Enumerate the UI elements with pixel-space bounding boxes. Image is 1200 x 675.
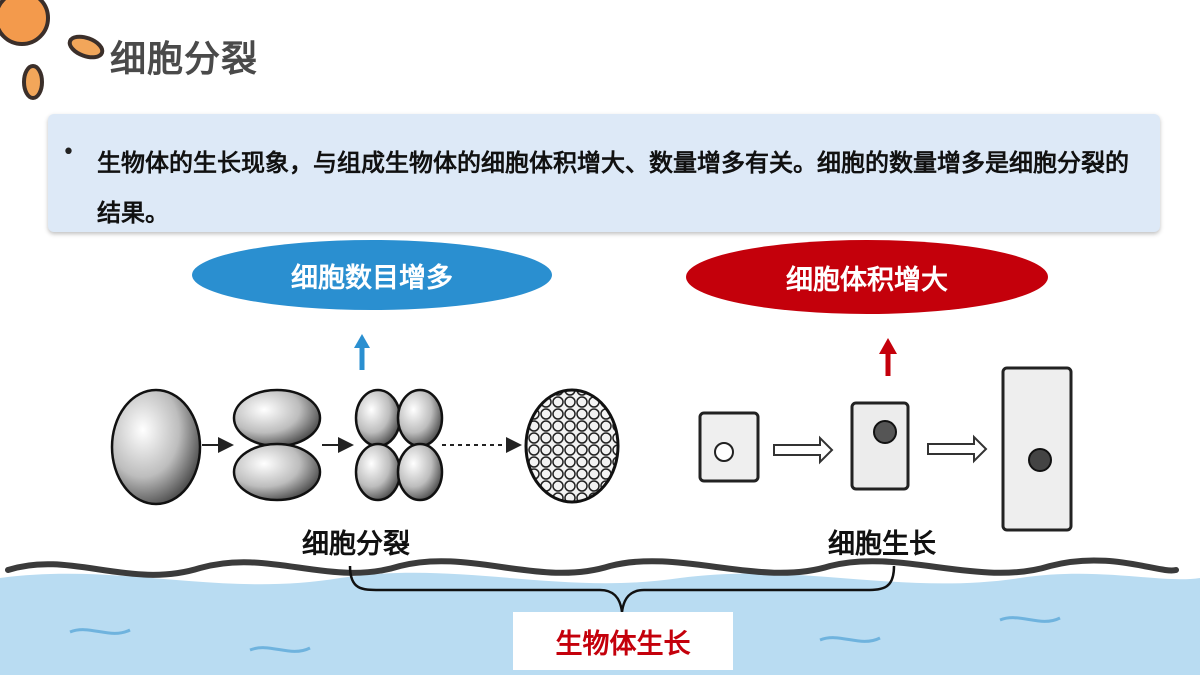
cell-volume-label: 细胞体积增大: [786, 264, 948, 296]
page-title: 细胞分裂: [110, 39, 259, 80]
cell-division-sequence: [110, 388, 620, 506]
organism-growth-box: 生物体生长: [513, 612, 733, 670]
cell-growth-sequence: [698, 366, 1073, 532]
cell-number-label: 细胞数目增多: [291, 262, 453, 294]
bullet-marker: •: [62, 140, 75, 165]
cell-division-caption: 细胞分裂: [302, 529, 410, 560]
cell-growth-caption: 细胞生长: [828, 529, 936, 560]
decorative-blobs: [0, 0, 105, 100]
cell-number-pill: 细胞数目增多: [192, 240, 552, 310]
up-arrow-red-icon: [879, 338, 897, 376]
up-arrow-blue-icon: [354, 334, 370, 370]
intro-box: [48, 114, 1160, 232]
organism-growth-label: 生物体生长: [555, 628, 691, 660]
cell-volume-pill: 细胞体积增大: [686, 240, 1048, 314]
shore-line: [5, 557, 1179, 578]
intro-text: 生物体的生长现象，与组成生物体的细胞体积增大、数量增多有关。细胞的数量增多是细胞…: [97, 149, 1129, 227]
